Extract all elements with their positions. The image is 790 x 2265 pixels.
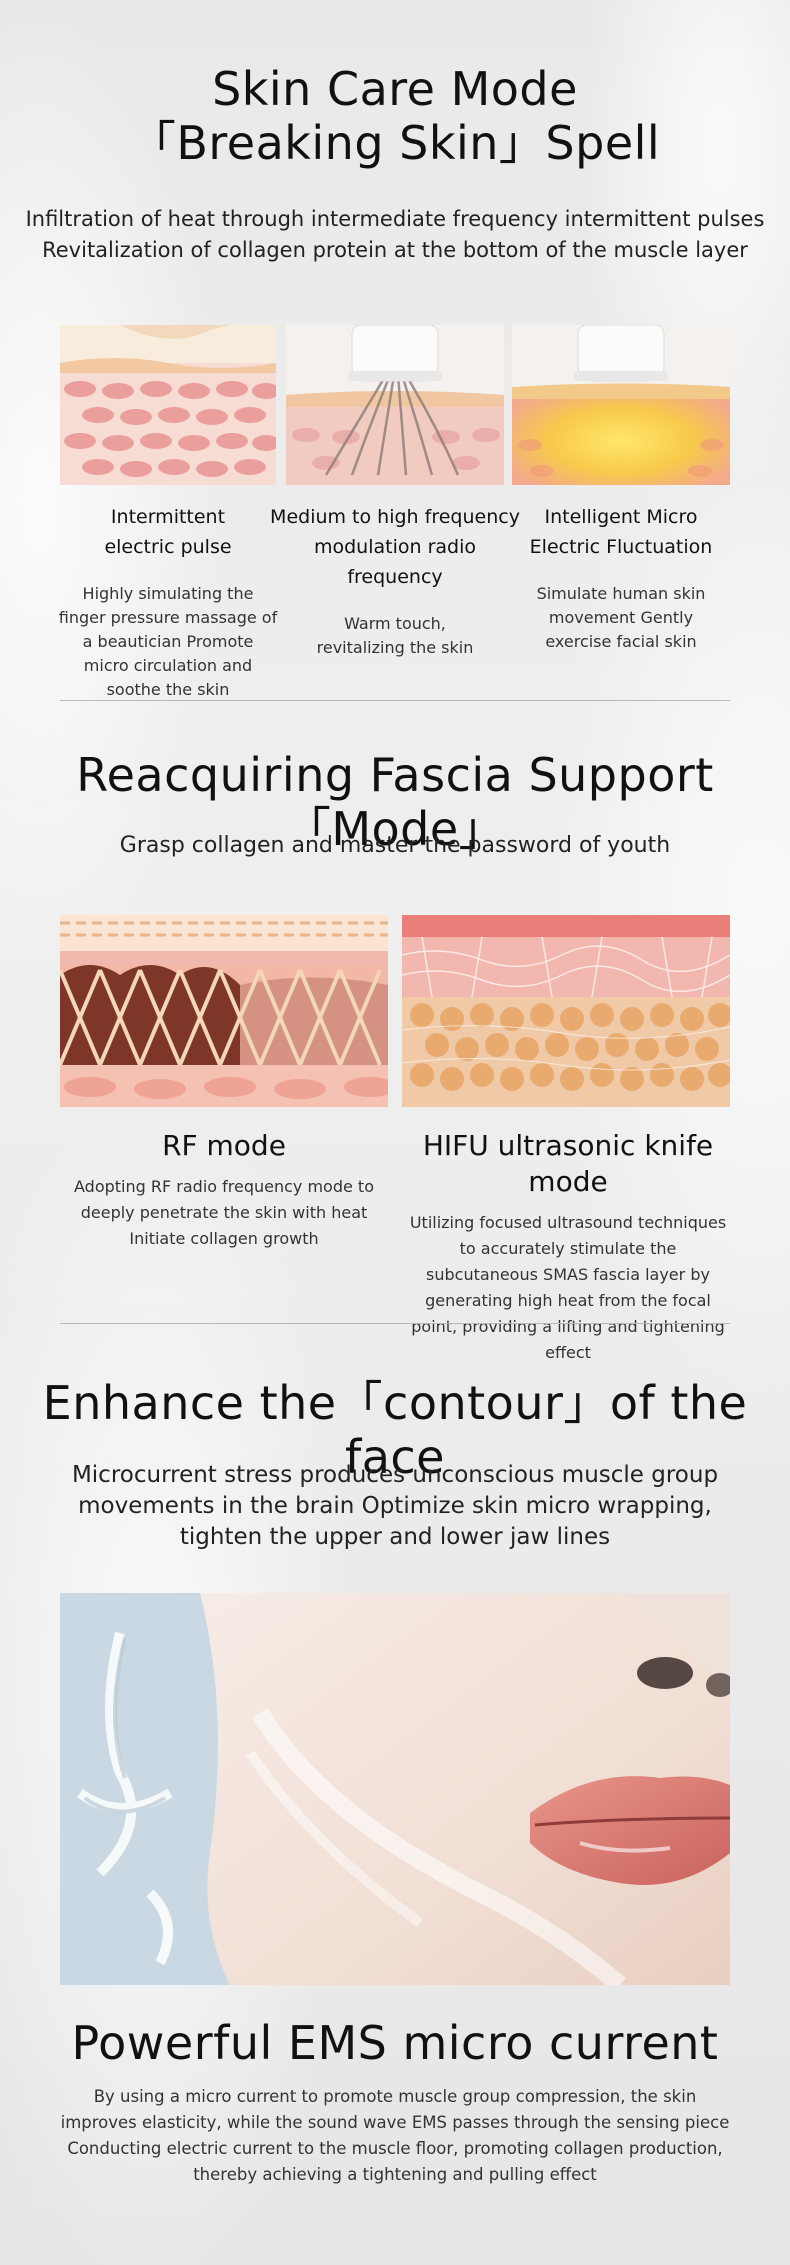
body-line-4: thereby achieving a tightening and pulli… [193, 2165, 597, 2184]
ems-title: Powerful EMS micro current [0, 2016, 790, 2070]
face-photo [60, 1593, 730, 1985]
feature-intermittent-pulse: Intermittent electric pulse Highly simul… [56, 502, 280, 702]
rf-mode-desc: Adopting RF radio frequency mode to deep… [74, 1177, 374, 1248]
feature-title-line-1: Intermittent [110, 506, 226, 528]
feature-title-line-1: Medium to high frequency [270, 506, 520, 528]
hifu-mode-desc: Utilizing focused ultrasound techniques … [409, 1213, 727, 1362]
fascia-support-subtitle: Grasp collagen and master the password o… [0, 830, 790, 861]
subtitle-line-2: Revitalization of collagen protein at th… [42, 238, 748, 262]
intermittent-pulse-image [60, 325, 276, 485]
body-line-1: By using a micro current to promote musc… [93, 2087, 697, 2106]
fascia-support-title: Reacquiring Fascia Support「Mode」 [0, 748, 790, 856]
feature-title-line-2: modulation radio frequency [313, 536, 476, 588]
subtitle-line-1: Infiltration of heat through intermediat… [25, 207, 765, 231]
hifu-mode-image [402, 915, 730, 1107]
rf-mode-title: RF mode [162, 1129, 286, 1162]
section-title: Enhance the「contour」of the face [42, 1376, 748, 1484]
body-line-3: Conducting electric current to the muscl… [67, 2139, 723, 2158]
section-title: Powerful EMS micro current [71, 2016, 719, 2070]
hifu-mode-title: HIFU ultrasonic knife mode [422, 1129, 714, 1198]
skin-care-mode-title: Skin Care Mode 「Breaking Skin」Spell [0, 62, 790, 170]
rf-mode-image [60, 915, 388, 1107]
feature-radio-frequency: Medium to high frequency modulation radi… [266, 502, 524, 660]
contour-title: Enhance the「contour」of the face [0, 1376, 790, 1484]
feature-desc: Highly simulating the finger pressure ma… [58, 584, 278, 699]
title-line-1: Skin Care Mode [212, 62, 578, 116]
divider [60, 700, 730, 701]
contour-subtitle: Microcurrent stress produces unconscious… [0, 1460, 790, 1553]
rf-mode-block: RF mode Adopting RF radio frequency mode… [56, 1128, 392, 1252]
radio-frequency-image [286, 325, 504, 485]
ems-body: By using a micro current to promote musc… [0, 2084, 790, 2188]
micro-electric-image [512, 325, 730, 485]
body-line-2: improves elasticity, while the sound wav… [60, 2113, 730, 2132]
subtitle-line-2: movements in the brain Optimize skin mic… [78, 1493, 712, 1519]
section-subtitle: Grasp collagen and master the password o… [119, 833, 671, 858]
divider [60, 1323, 730, 1324]
feature-micro-electric: Intelligent Micro Electric Fluctuation S… [510, 502, 732, 654]
feature-desc: Simulate human skin movement Gently exer… [536, 584, 706, 651]
section-title: Reacquiring Fascia Support「Mode」 [76, 748, 714, 856]
hifu-mode-block: HIFU ultrasonic knife mode Utilizing foc… [394, 1128, 742, 1366]
feature-title-line-2: Electric Fluctuation [529, 536, 713, 558]
feature-title-line-1: Intelligent Micro [544, 506, 698, 528]
feature-title-line-2: electric pulse [104, 536, 232, 558]
skin-care-mode-subtitle: Infiltration of heat through intermediat… [0, 204, 790, 266]
feature-desc: Warm touch, revitalizing the skin [316, 614, 474, 657]
subtitle-line-1: Microcurrent stress produces unconscious… [71, 1462, 719, 1488]
subtitle-line-3: tighten the upper and lower jaw lines [179, 1524, 611, 1550]
title-line-2: 「Breaking Skin」Spell [129, 116, 661, 170]
